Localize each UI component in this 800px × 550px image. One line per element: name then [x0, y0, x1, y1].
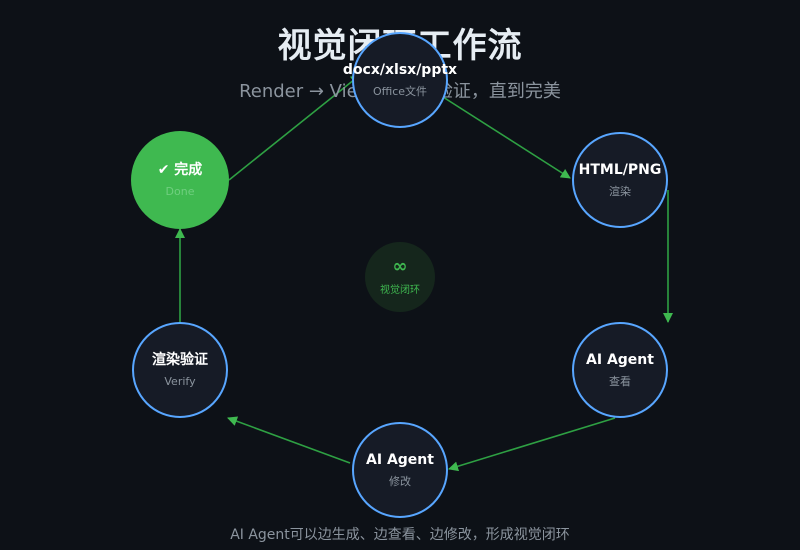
node-agent-modify: AI Agent 修改: [352, 422, 448, 518]
node-label: 渲染验证: [152, 351, 208, 368]
arrow-modify-to-verify: [227, 416, 351, 464]
node-sublabel: Done: [165, 184, 195, 198]
node-done: ✔ 完成 Done: [131, 131, 229, 229]
node-sublabel: 渲染: [609, 184, 631, 198]
node-render: HTML/PNG 渲染: [572, 132, 668, 228]
arrow-view-to-modify: [448, 417, 616, 472]
node-sublabel: Verify: [164, 374, 196, 388]
center-loop-badge: ∞ 视觉闭环: [365, 242, 435, 312]
node-label: ✔ 完成: [157, 161, 203, 178]
arrow-done-to-office: [228, 74, 361, 181]
node-sublabel: 修改: [389, 474, 411, 488]
infinity-icon: ∞: [392, 256, 408, 277]
node-sublabel: 查看: [609, 374, 631, 388]
arrow-office-to-render: [442, 96, 571, 179]
node-label: docx/xlsx/pptx: [342, 61, 458, 78]
node-office-file: docx/xlsx/pptx Office文件: [343, 32, 457, 128]
diagram-caption: AI Agent可以边生成、边查看、边修改，形成视觉闭环: [230, 527, 570, 543]
center-loop-label: 视觉闭环: [380, 285, 420, 296]
node-label: AI Agent: [366, 451, 434, 468]
node-render-verify: 渲染验证 Verify: [132, 322, 228, 418]
node-label: HTML/PNG: [578, 161, 662, 178]
node-sublabel: Office文件: [372, 84, 428, 98]
node-label: AI Agent: [586, 351, 654, 368]
node-agent-view: AI Agent 查看: [572, 322, 668, 418]
